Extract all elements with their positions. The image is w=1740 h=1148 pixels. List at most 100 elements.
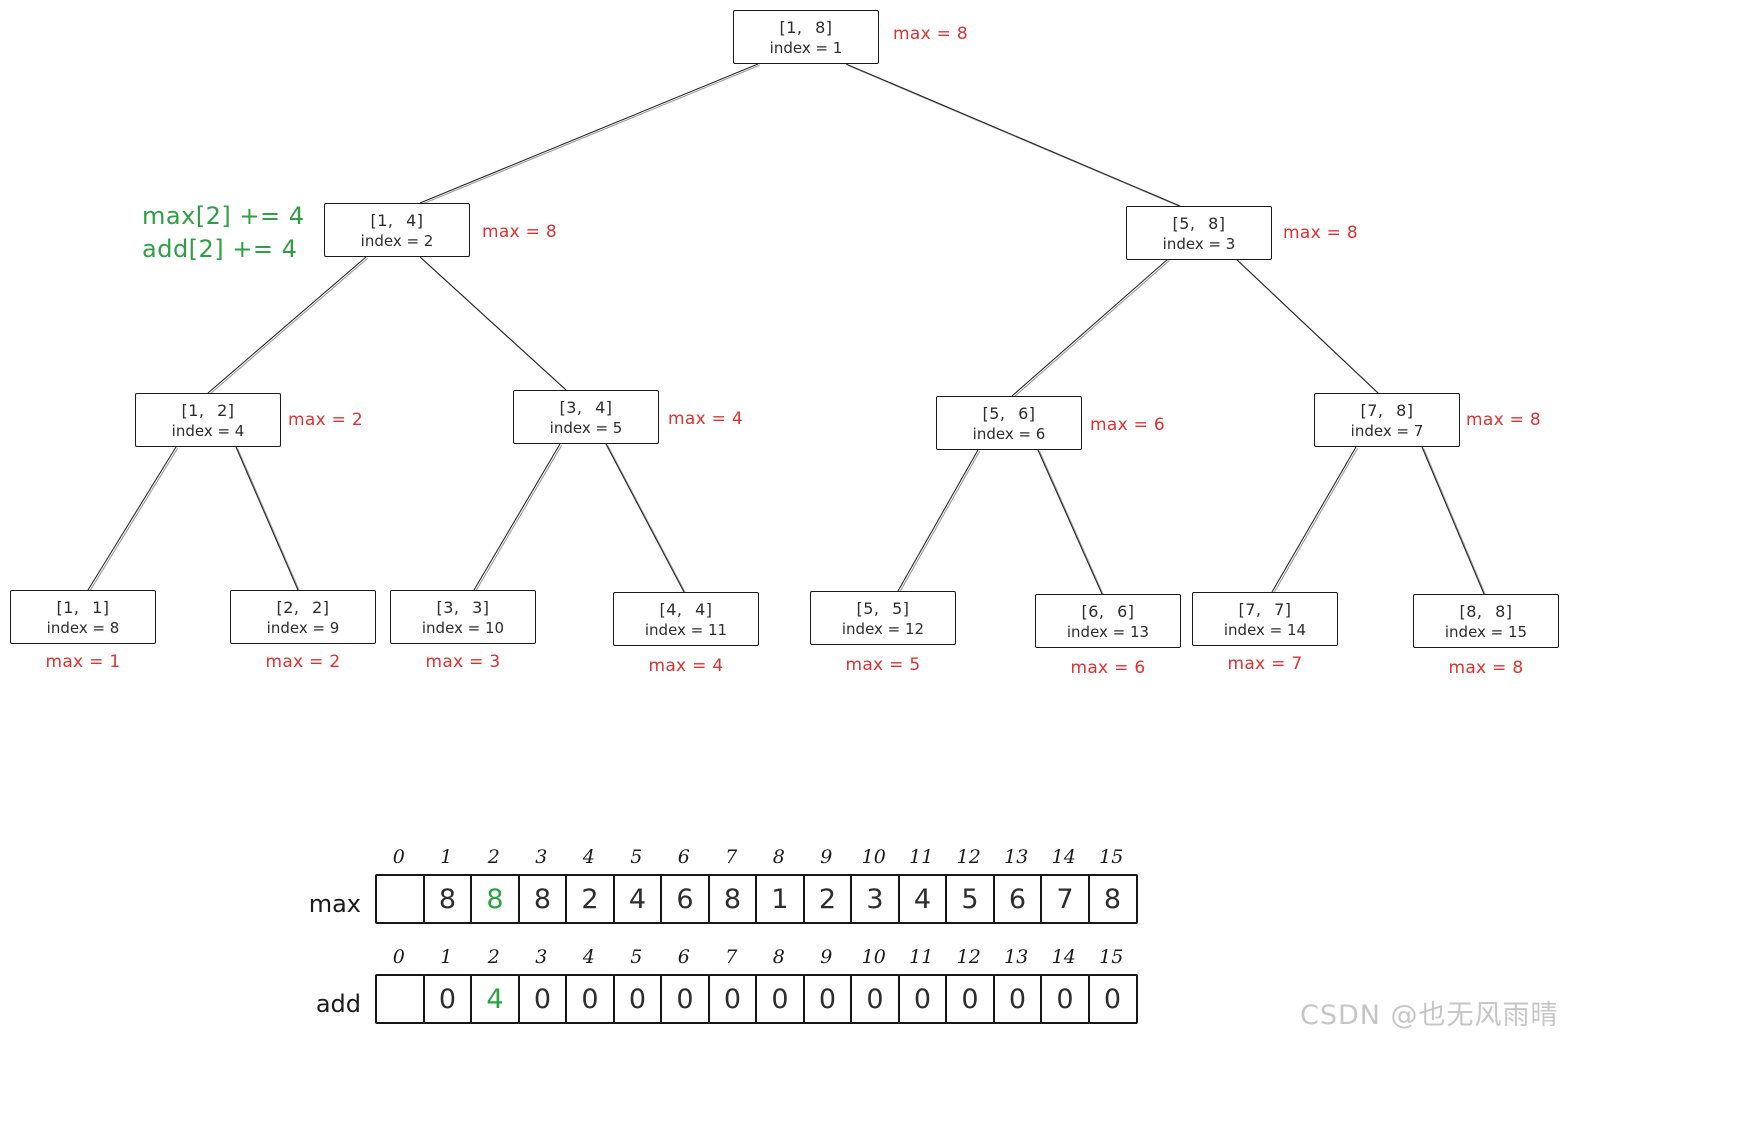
array-index-label: 0 — [392, 846, 405, 868]
array-index-label: 14 — [1051, 846, 1076, 868]
array-cell: 0 — [565, 974, 615, 1024]
tree-node-4: [1, 2] index = 4 — [135, 393, 281, 447]
array-index-label: 9 — [820, 846, 833, 868]
node-index: index = 12 — [841, 619, 925, 638]
array-cell: 8 — [470, 874, 520, 924]
array-index-label: 15 — [1099, 946, 1124, 968]
node-index: index = 14 — [1223, 620, 1307, 639]
node-max-label-1: max = 8 — [893, 24, 969, 44]
node-max-label-5: max = 4 — [668, 409, 744, 429]
array-cell: 4 — [612, 874, 663, 924]
array-index-label: 14 — [1051, 946, 1076, 968]
node-range: [1, 1] — [56, 597, 110, 617]
array-index-label: 3 — [535, 846, 548, 868]
node-range: [1, 8] — [779, 17, 833, 37]
tree-node-9: [2, 2] index = 9 — [230, 590, 376, 644]
node-max-label-8: max = 1 — [45, 652, 121, 672]
array-index-label: 3 — [535, 946, 548, 968]
node-range: [4, 4] — [659, 599, 713, 619]
array-index-label: 5 — [630, 846, 643, 868]
array-index-label: 10 — [861, 946, 886, 968]
node-range: [1, 4] — [370, 210, 424, 230]
tree-node-14: [7, 7] index = 14 — [1192, 592, 1338, 646]
array-cell: 8 — [517, 874, 568, 924]
node-max-label-7: max = 8 — [1466, 410, 1542, 430]
array-cell: 6 — [660, 874, 710, 924]
node-max-label-14: max = 7 — [1227, 654, 1303, 674]
array-cell: 0 — [422, 974, 473, 1024]
tree-node-5: [3, 4] index = 5 — [513, 390, 659, 444]
node-range: [3, 3] — [436, 597, 490, 617]
array-cell: 0 — [612, 974, 663, 1024]
array-cell: 0 — [945, 974, 995, 1024]
node-max-label-12: max = 5 — [845, 655, 921, 675]
array-cell: 0 — [1040, 974, 1090, 1024]
annotation-line-2: add[2] += 4 — [142, 235, 298, 263]
array-cell: 0 — [897, 974, 948, 1024]
node-index: index = 11 — [644, 620, 728, 639]
update-annotation: max[2] += 4 add[2] += 4 — [142, 200, 305, 266]
array-index-label: 2 — [487, 846, 500, 868]
array-index-label: 11 — [909, 846, 934, 868]
tree-node-15: [8, 8] index = 15 — [1413, 594, 1559, 648]
array-index-label: 8 — [772, 846, 785, 868]
node-range: [6, 6] — [1081, 601, 1135, 621]
node-index: index = 3 — [1162, 234, 1236, 253]
array-cell: 1 — [755, 874, 805, 924]
array-index-label: 4 — [582, 946, 595, 968]
array-index-label: 5 — [630, 946, 643, 968]
array-cell: 2 — [565, 874, 615, 924]
array-cell: 0 — [992, 974, 1043, 1024]
tree-node-2: [1, 4] index = 2 — [324, 203, 470, 257]
node-max-label-11: max = 4 — [648, 656, 724, 676]
annotation-line-1: max[2] += 4 — [142, 202, 305, 230]
node-max-label-15: max = 8 — [1448, 658, 1524, 678]
array-index-label: 13 — [1004, 846, 1029, 868]
array-cell: 7 — [1040, 874, 1090, 924]
array-index-label: 4 — [582, 846, 595, 868]
tree-node-12: [5, 5] index = 12 — [810, 591, 956, 645]
array-index-label: 6 — [677, 946, 690, 968]
array-cell: 0 — [802, 974, 853, 1024]
array-cell: 0 — [707, 974, 758, 1024]
node-index: index = 4 — [171, 421, 245, 440]
node-index: index = 15 — [1444, 622, 1528, 641]
node-index: index = 8 — [46, 618, 120, 637]
node-range: [3, 4] — [559, 397, 613, 417]
tree-node-6: [5, 6] index = 6 — [936, 396, 1082, 450]
array-cell: 0 — [660, 974, 710, 1024]
tree-node-7: [7, 8] index = 7 — [1314, 393, 1460, 447]
node-range: [2, 2] — [276, 597, 330, 617]
node-index: index = 1 — [769, 38, 843, 57]
watermark: CSDN @也无风雨晴 — [1300, 1000, 1559, 1031]
array-cell: 8 — [422, 874, 473, 924]
array-index-label: 6 — [677, 846, 690, 868]
array-cell: 4 — [470, 974, 520, 1024]
tree-node-13: [6, 6] index = 13 — [1035, 594, 1181, 648]
array-cell: 2 — [802, 874, 853, 924]
node-max-label-10: max = 3 — [425, 652, 501, 672]
array-index-label: 13 — [1004, 946, 1029, 968]
array-cell: 3 — [850, 874, 900, 924]
tree-node-10: [3, 3] index = 10 — [390, 590, 536, 644]
node-range: [5, 8] — [1172, 213, 1226, 233]
tree-node-1: [1, 8] index = 1 — [733, 10, 879, 64]
node-max-label-9: max = 2 — [265, 652, 341, 672]
array-cell: 6 — [992, 874, 1043, 924]
node-index: index = 2 — [360, 231, 434, 250]
node-range: [7, 7] — [1238, 599, 1292, 619]
node-max-label-2: max = 8 — [482, 222, 558, 242]
node-max-label-6: max = 6 — [1090, 415, 1166, 435]
array-index-label: 11 — [909, 946, 934, 968]
array-index-label: 15 — [1099, 846, 1124, 868]
array-cell: 4 — [897, 874, 948, 924]
array-cell: 0 — [517, 974, 568, 1024]
node-index: index = 13 — [1066, 622, 1150, 641]
array-index-label: 1 — [440, 946, 453, 968]
